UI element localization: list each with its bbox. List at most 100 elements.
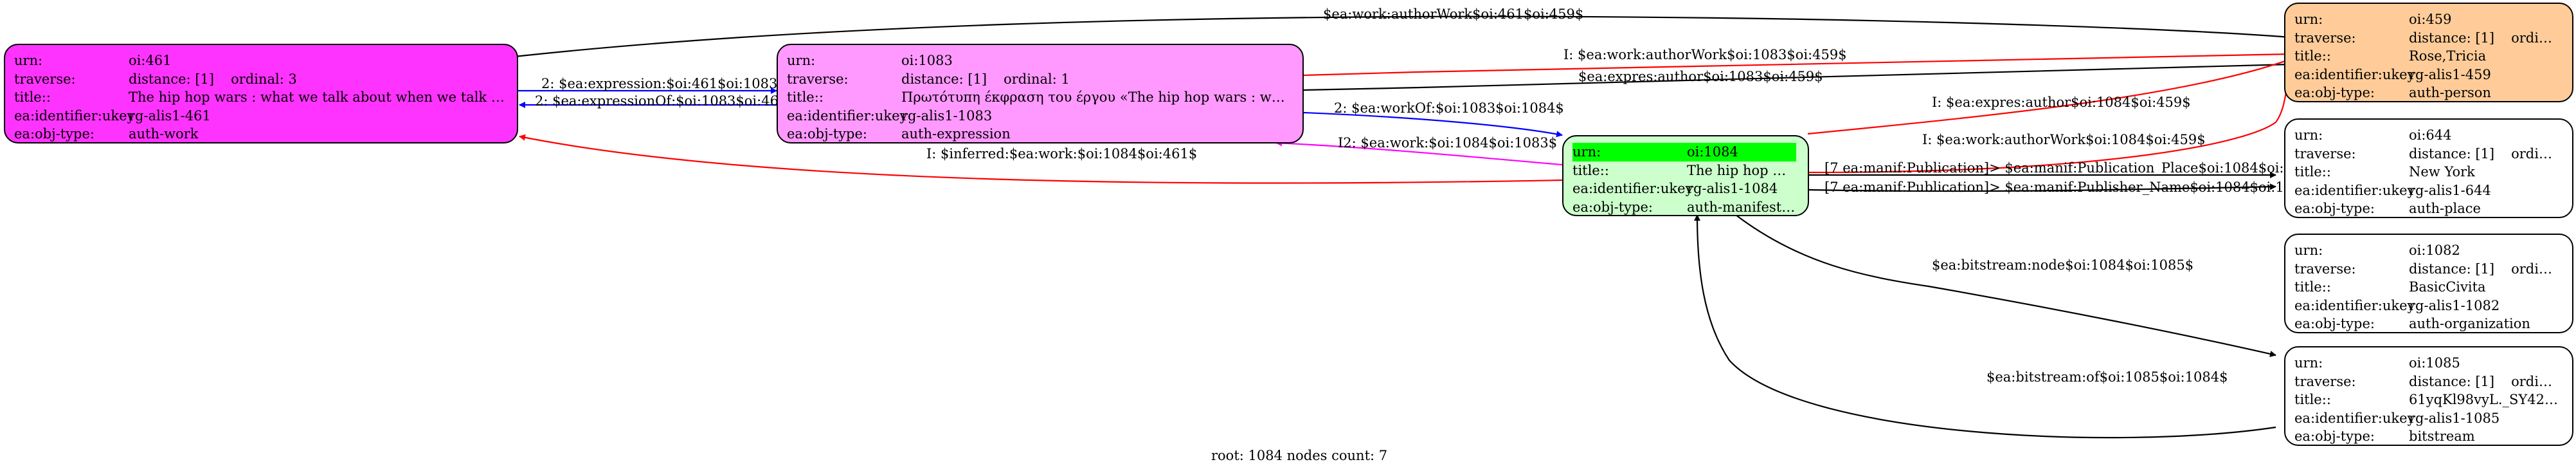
ukey-value: rg-alis1-1083 bbox=[901, 107, 993, 124]
node-1082[interactable]: urn:oi:1082 traverse:distance: [1]ordina… bbox=[2284, 234, 2573, 333]
field-label: urn: bbox=[2294, 127, 2323, 143]
edge-i-expres-author bbox=[1807, 58, 2291, 135]
edge-inferred bbox=[519, 134, 1563, 184]
type-value: auth-manifestation bbox=[1687, 199, 1796, 215]
field-label: traverse: bbox=[787, 71, 849, 87]
field-label: ea:obj-type: bbox=[2294, 429, 2375, 444]
type-value: bitstream bbox=[2409, 429, 2475, 444]
field-label: traverse: bbox=[2294, 30, 2356, 46]
field-label: ea:identifier:ukey bbox=[2294, 297, 2415, 313]
edge-label: I: $ea:work:authorWork$oi:1083$oi:459$ bbox=[1563, 47, 1847, 62]
ukey-value: rg-alis1-644 bbox=[2409, 182, 2491, 198]
traverse-value: distance: [1] ordinal: 6 bbox=[2409, 260, 2561, 279]
field-label: title:: bbox=[2294, 48, 2331, 64]
title-value: Πρωτότυπη έκφραση του έργου «The hip hop… bbox=[901, 89, 1291, 105]
field-label: urn: bbox=[14, 53, 43, 68]
traverse-value: distance: [1] ordinal: 2 bbox=[2409, 373, 2561, 391]
field-label: ea:obj-type: bbox=[787, 126, 867, 142]
field-label: urn: bbox=[2294, 12, 2323, 27]
edge-label: 2: $ea:workOf:$oi:1083$oi:1084$ bbox=[1334, 100, 1564, 116]
edge-label: [7 ea:manif:Publication]> $ea:manif:Publ… bbox=[1824, 180, 2327, 195]
distance-value: distance: [1] bbox=[2409, 373, 2495, 389]
field-label: title:: bbox=[1572, 162, 1609, 178]
field-label: title:: bbox=[14, 89, 51, 105]
edge-label: [7 ea:manif:Publication]> $ea:manif:Publ… bbox=[1824, 160, 2327, 176]
distance-value: distance: [1] bbox=[129, 71, 215, 87]
field-label: ea:identifier:ukey bbox=[2294, 66, 2415, 82]
edge-i-work-author2 bbox=[1807, 69, 2292, 174]
node-1083[interactable]: urn: oi:1083 traverse: distance: [1]ordina… bbox=[777, 44, 1304, 143]
edge-i2-work bbox=[1275, 140, 1563, 166]
distance-value: distance: [1] bbox=[2409, 145, 2495, 162]
node-459[interactable]: urn:oi:459 traverse:distance: [1]ordinal… bbox=[2284, 3, 2573, 102]
type-value: auth-expression bbox=[901, 126, 1011, 142]
edge-label: $ea:work:authorWork$oi:461$oi:459$ bbox=[1323, 6, 1584, 22]
field-label: ea:obj-type: bbox=[1572, 199, 1653, 215]
field-label: traverse: bbox=[14, 71, 76, 87]
field-label: ea:identifier:ukey bbox=[787, 107, 908, 124]
ordinal-value: ordinal: 6 bbox=[2511, 261, 2561, 277]
edge-label: $ea:bitstream:node$oi:1084$oi:1085$ bbox=[1932, 257, 2194, 273]
field-label: ea:identifier:ukey bbox=[14, 107, 135, 124]
edge-label: I: $ea:expres:author$oi:1084$oi:459$ bbox=[1932, 95, 2191, 110]
ordinal-value: ordinal: 5 bbox=[2511, 145, 2561, 162]
title-value: The hip hop wars bbox=[1687, 162, 1796, 178]
urn-value: oi:1085 bbox=[2409, 355, 2460, 371]
edge-label: I: $inferred:$ea:work:$oi:1084$oi:461$ bbox=[926, 146, 1198, 162]
ordinal-value: ordinal: 3 bbox=[231, 71, 297, 87]
field-label: title:: bbox=[2294, 164, 2331, 180]
edge-label: 2: $ea:expressionOf:$oi:1083$oi:461$ bbox=[535, 93, 796, 109]
urn-value: oi:1083 bbox=[901, 53, 953, 68]
field-label: traverse: bbox=[2294, 145, 2356, 162]
graph-footer: root: 1084 nodes count: 7 bbox=[1211, 448, 1388, 463]
field-label: urn: bbox=[2294, 243, 2323, 258]
field-label: ea:obj-type: bbox=[14, 126, 95, 142]
edge-bitstream-of bbox=[1694, 214, 2276, 439]
field-label: ea:identifier:ukey bbox=[1572, 181, 1693, 196]
ukey-value: rg-alis1-1085 bbox=[2409, 410, 2500, 426]
urn-value: oi:644 bbox=[2409, 127, 2452, 143]
node-1085[interactable]: urn: oi:1085 traverse: distance: [1] ordina… bbox=[2284, 346, 2573, 446]
traverse-value: distance: [1] ordinal: 5 bbox=[2409, 145, 2561, 163]
node-461[interactable]: urn:oi:461 traverse:distance: [1]ordinal… bbox=[4, 44, 518, 143]
edge-label: $ea:expres:author$oi:1083$oi:459$ bbox=[1578, 69, 1823, 84]
urn-value: oi:459 bbox=[2409, 12, 2452, 27]
edge-publisher bbox=[1807, 183, 2276, 192]
edge-label: I2: $ea:work:$oi:1084$oi:1083$ bbox=[1338, 135, 1558, 151]
title-value: BasicCivita bbox=[2409, 279, 2486, 295]
type-value: auth-work bbox=[129, 126, 199, 142]
type-value: auth-organization bbox=[2409, 316, 2530, 331]
edge-bitstream-node bbox=[1735, 214, 2276, 357]
field-label: ea:identifier:ukey bbox=[2294, 410, 2415, 426]
ordinal-value: ordinal: 1 bbox=[1004, 71, 1070, 87]
type-value: auth-place bbox=[2409, 201, 2481, 216]
ukey-value: rg-alis1-1082 bbox=[2409, 297, 2500, 313]
field-label: traverse: bbox=[2294, 373, 2356, 389]
field-label: ea:obj-type: bbox=[2294, 85, 2375, 100]
field-label: title:: bbox=[787, 89, 824, 105]
edge-expres-author bbox=[1302, 61, 2291, 91]
field-label: ea:identifier:ukey bbox=[2294, 182, 2415, 198]
traverse-value: distance: [1]ordinal: 1 bbox=[901, 70, 1291, 89]
node-1084[interactable]: urn:oi:1084 title::The hip hop wars ea:i… bbox=[1562, 135, 1809, 216]
node-644[interactable]: urn: oi:644 traverse: distance: [1] ordinal… bbox=[2284, 118, 2573, 218]
edge-label: I: $ea:work:authorWork$oi:1084$oi:459$ bbox=[1922, 132, 2206, 147]
ukey-value: rg-alis1-459 bbox=[2409, 66, 2491, 82]
title-value: 61yqKl98vyL._SY425_.jpg bbox=[2409, 392, 2561, 407]
ordinal-value: ordinal: 2 bbox=[2511, 373, 2561, 389]
edge-work-author bbox=[514, 15, 2291, 58]
distance-value: distance: [1] bbox=[2409, 261, 2495, 277]
ukey-value: rg-alis1-461 bbox=[129, 107, 211, 124]
edge-label: $ea:bitstream:of$oi:1085$oi:1084$ bbox=[1986, 369, 2228, 385]
field-label: ea:obj-type: bbox=[2294, 201, 2375, 216]
field-label: urn: bbox=[787, 53, 816, 68]
type-value: auth-person bbox=[2409, 85, 2491, 100]
urn-value: oi:1084 bbox=[1687, 143, 1796, 162]
title-value: New York bbox=[2409, 164, 2475, 180]
field-label: traverse: bbox=[2294, 261, 2356, 277]
ukey-value: rg-alis1-1084 bbox=[1687, 181, 1778, 196]
title-value: The hip hop wars : what we talk about wh… bbox=[129, 89, 505, 105]
traverse-value: distance: [1] ordinal: 3 bbox=[129, 70, 505, 89]
field-label: urn: bbox=[2294, 355, 2323, 371]
